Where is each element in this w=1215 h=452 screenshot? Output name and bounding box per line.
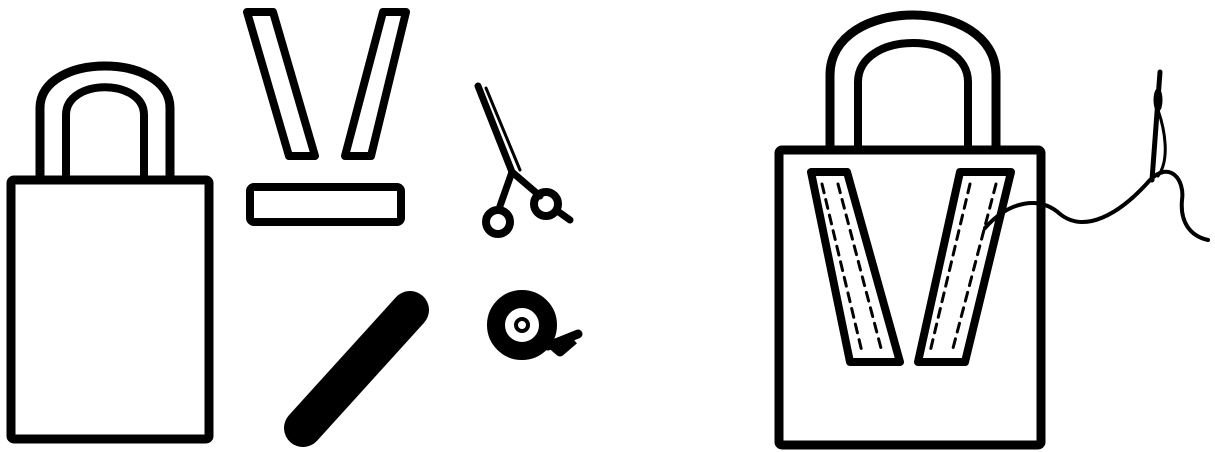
plain-tote-bag-icon xyxy=(11,66,209,439)
fabric-strips-icon xyxy=(247,12,406,222)
tape-measure-icon xyxy=(496,299,578,352)
sewn-tote-bag-icon xyxy=(779,15,1041,445)
scissors-icon xyxy=(478,86,570,234)
needle-and-thread-icon xyxy=(985,72,1208,240)
chalk-icon xyxy=(303,310,410,428)
